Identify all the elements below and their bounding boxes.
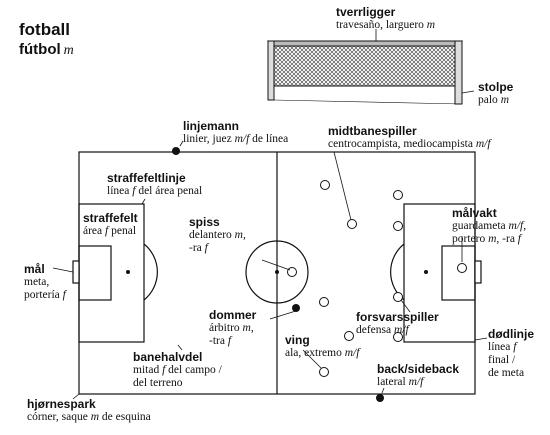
term-midtbanespiller: midtbanespiller: [328, 124, 417, 138]
goal-post: [454, 40, 463, 105]
striker-marker: [287, 267, 297, 277]
linesman-marker: [172, 147, 180, 155]
translation-banehalvdel: mitad f del campo /: [133, 364, 222, 376]
translation-malvakt: portero m, -ra f: [452, 233, 521, 245]
linesman-marker-2: [376, 394, 384, 402]
translation-forsvarsspiller: defensa m/f: [356, 324, 409, 336]
translation-tverrligger: travesaño, larguero m: [336, 19, 436, 31]
defender-marker: [393, 292, 403, 302]
term-spiss: spiss: [189, 215, 220, 229]
translation-mal: portería f: [24, 289, 66, 301]
translation-malvakt: guardameta m/f,: [452, 220, 527, 232]
translation-straffefelt: área f penal: [83, 225, 137, 237]
winger-marker: [319, 367, 329, 377]
term-straffefelt: straffefelt: [83, 211, 138, 225]
leader-lines: [52, 140, 488, 400]
translation-straffefeltlinje: línea f del área penal: [107, 185, 203, 197]
translation-hjornespark: córner, saque m de esquina: [27, 411, 151, 423]
goal-net: [266, 29, 475, 105]
title-translation: fútbol: [19, 41, 61, 58]
translation-banehalvdel: del terreno: [133, 377, 183, 389]
translation-dodlinje: final /: [488, 354, 516, 366]
midfielder-marker: [347, 219, 357, 229]
term-tverrligger: tverrligger: [336, 5, 396, 19]
term-straffefeltlinje: straffefeltlinje: [107, 171, 186, 185]
translation-dodlinje: de meta: [488, 367, 525, 379]
term-linjemann: linjemann: [183, 119, 240, 133]
title-norwegian: fotball: [19, 20, 70, 39]
translation-stolpe: palo m: [478, 94, 509, 106]
translation-spiss: delantero m,: [189, 229, 246, 241]
term-dommer: dommer: [209, 308, 257, 322]
term-forsvarsspiller: forsvarsspiller: [356, 310, 439, 324]
centre-circle: [245, 240, 309, 304]
term-mal: mål: [24, 262, 45, 276]
term-stolpe: stolpe: [478, 80, 514, 94]
term-backsideback: back/sideback: [377, 362, 460, 376]
translation-midtbanespiller: centrocampista, mediocampista m/f: [328, 138, 491, 150]
crossbar: [266, 40, 464, 47]
translation-dodlinje: línea f: [488, 341, 517, 353]
players: [287, 180, 467, 377]
translation-dommer: árbitro m,: [209, 322, 254, 334]
translation-ving: ala, extremo m/f: [285, 347, 360, 359]
title-gender: m: [63, 43, 74, 58]
translation-spiss: -ra f: [189, 242, 208, 254]
term-malvakt: målvakt: [452, 206, 497, 220]
term-hjornespark: hjørnespark: [27, 397, 96, 411]
goalkeeper-marker: [457, 263, 467, 273]
translation-linjemann: linier, juez m/f de línea: [183, 133, 289, 145]
translation-backsideback: lateral m/f: [377, 376, 424, 388]
term-banehalvdel: banehalvdel: [133, 350, 203, 364]
term-ving: ving: [285, 333, 310, 347]
translation-mal: meta,: [24, 276, 50, 288]
term-dodlinje: dødlinje: [488, 327, 534, 341]
translation-dommer: -tra f: [209, 335, 232, 347]
